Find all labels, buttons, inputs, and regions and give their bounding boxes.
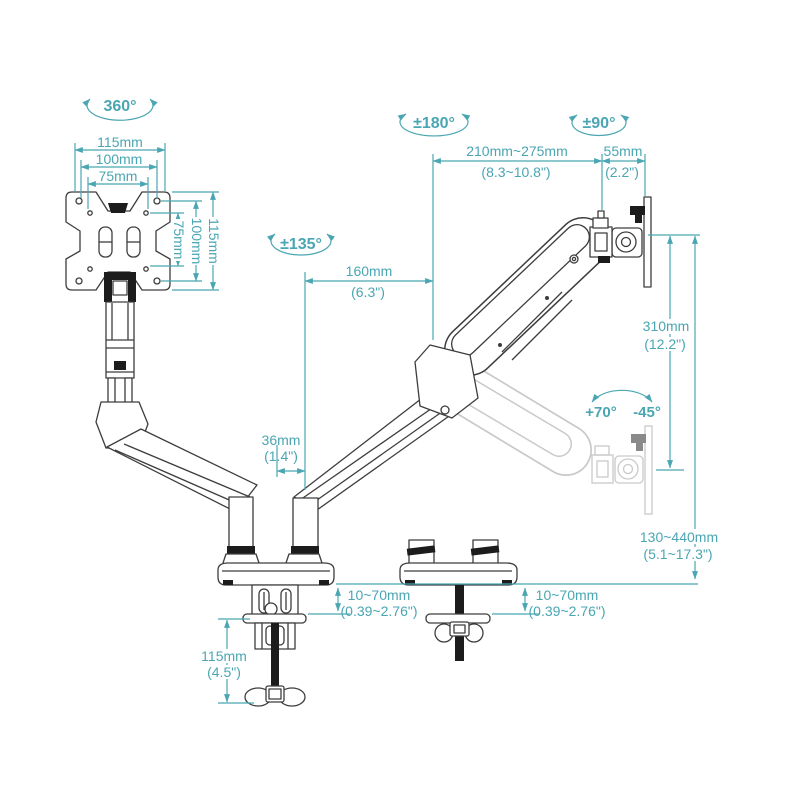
ghost-arm-lowered-position [444, 366, 653, 515]
post-gap-mm-label: 36mm [262, 432, 301, 448]
line-drawing [65, 191, 652, 707]
vesa-height-100-label-group: 100mm [189, 217, 207, 265]
pole-length-mm-label: 115mm [201, 648, 247, 664]
dim-desk-thickness-1 [308, 587, 350, 615]
rotation-arc-180 [397, 113, 471, 137]
rotation-arc-90 [568, 114, 630, 137]
dim-side-reach-210-275 [432, 154, 603, 210]
rotation-360-label: 360° [103, 98, 136, 115]
vesa-height-115-label-group: 115mm [206, 217, 224, 265]
dim-desk-thickness-2 [492, 587, 540, 615]
dim-vesa-width-115 [74, 143, 166, 191]
rotation-135-label: ±135° [280, 236, 322, 253]
tilt-arc [591, 389, 653, 403]
side-reach-mm-label: 210mm~275mm [466, 143, 568, 159]
vesa-height-100-label: 100mm [189, 218, 205, 265]
dimension-lines [74, 98, 700, 704]
vesa-width-100-label: 100mm [96, 151, 143, 167]
pivot-disc [615, 231, 637, 253]
height-travel-in-label: (12.2") [644, 336, 686, 352]
height-travel-mm-label: 310mm [643, 318, 690, 334]
dim-post-gap-36 [276, 445, 306, 477]
desk-thickness-2-in-label: (0.39~2.76") [529, 603, 606, 619]
side-reach-in-label: (8.3~10.8") [481, 164, 550, 180]
post-gap-in-label: (1.4") [264, 448, 298, 464]
left-arm-beam [95, 401, 258, 513]
vesa-width-115-label: 115mm [97, 134, 143, 150]
elbow-joint [414, 344, 479, 419]
vesa-hole [75, 277, 83, 285]
monitor-plate [643, 196, 652, 288]
desk-thickness-1-in-label: (0.39~2.76") [341, 603, 418, 619]
vesa-width-75-label: 75mm [99, 168, 138, 184]
dim-head-depth-55 [601, 154, 646, 196]
vesa-hole [153, 277, 161, 285]
ghost-monitor-head [591, 425, 653, 515]
cable-clip [108, 203, 128, 213]
head-depth-mm-label: 55mm [604, 143, 643, 159]
threaded-rod [271, 623, 279, 689]
vesa-height-75-label: 75mm [171, 221, 187, 260]
dimension-labels: 360° ±135° ±180° ±90° +70° -45° 115mm 10… [96, 98, 719, 680]
tilt-up-label: +70° [585, 404, 616, 421]
mount-clip [630, 206, 645, 215]
dim-vesa-width-100 [80, 160, 158, 198]
vesa-plate-front [65, 191, 171, 291]
desk-thickness-2-mm-label: 10~70mm [536, 587, 599, 603]
front-reach-in-label: (6.3") [351, 284, 385, 300]
desk-base-clamp [399, 539, 518, 661]
vesa-height-115-label: 115mm [206, 218, 222, 264]
rotation-arc-360 [82, 98, 158, 121]
rotation-180-label: ±180° [413, 115, 455, 132]
dim-height-range-130-440 [336, 235, 698, 585]
rotation-90-label: ±90° [583, 115, 616, 132]
dim-height-travel-310 [648, 234, 700, 471]
arm-posts [221, 496, 324, 567]
wing-knob [244, 685, 306, 707]
tilt-down-label: -45° [633, 404, 661, 421]
dim-vesa-width-75 [87, 177, 149, 209]
vesa-height-75-label-group: 75mm [171, 219, 189, 261]
butterfly-nut [434, 621, 484, 643]
dim-front-reach-160 [304, 154, 434, 490]
pole-length-in-label: (4.5") [207, 664, 241, 680]
desk-thickness-1-mm-label: 10~70mm [348, 587, 411, 603]
desk-base-grommet [217, 562, 335, 707]
height-range-mm-label: 130~440mm [640, 529, 718, 545]
vesa-hole [75, 197, 83, 205]
rotation-arc-135 [267, 233, 335, 256]
front-reach-mm-label: 160mm [346, 263, 393, 279]
height-range-in-label: (5.1~17.3") [643, 546, 712, 562]
washer-plate [242, 613, 307, 624]
monitor-head [589, 196, 652, 288]
left-arm-column [104, 272, 136, 405]
head-depth-in-label: (2.2") [605, 164, 639, 180]
